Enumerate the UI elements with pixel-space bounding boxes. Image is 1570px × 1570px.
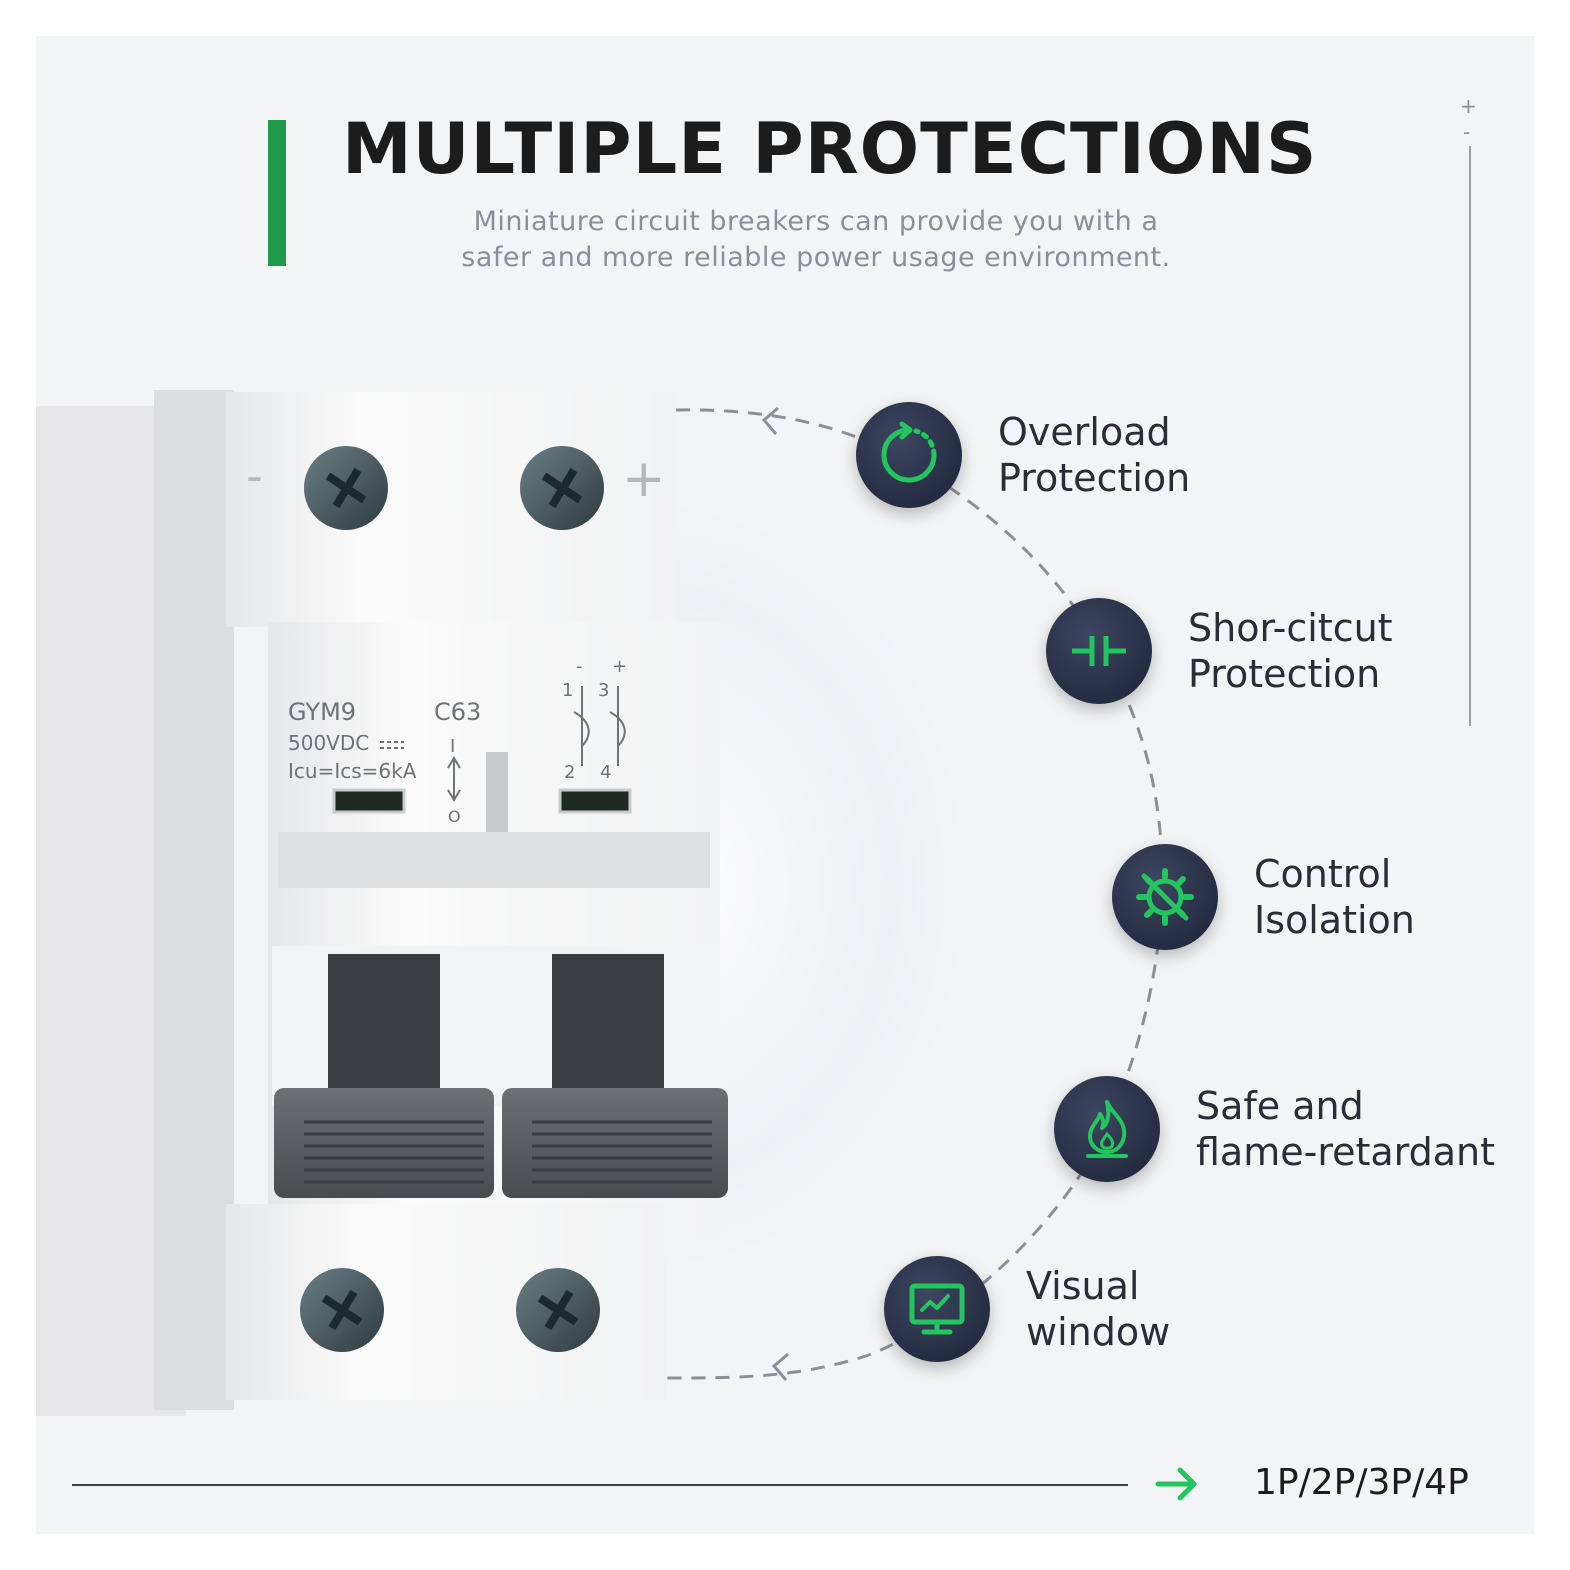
terminal-3-label: 3 — [598, 680, 609, 701]
terminal-2-label: 2 — [564, 762, 575, 783]
indicator-window-left — [332, 788, 406, 814]
breaker-side — [154, 390, 234, 1410]
feature-visual-window: Visual window — [884, 1256, 1170, 1362]
switch-off-mark: O — [448, 807, 461, 826]
feature-icon-circle — [1112, 844, 1218, 950]
circuit-breaker-illustration: - + GYM9 C63 500VDC Icu=Ics=6kA I O - + … — [36, 390, 1164, 1416]
feature-icon-circle — [884, 1256, 990, 1362]
switch-on-mark: I — [450, 736, 455, 757]
breaking-capacity-label: Icu=Ics=6kA — [288, 759, 417, 783]
footer-divider — [72, 1484, 1128, 1486]
model-label: GYM9 — [288, 698, 356, 726]
feature-icon-circle — [856, 402, 962, 508]
diagram-minus: - — [576, 656, 583, 677]
feature-flame-retardant: Safe and flame-retardant — [1054, 1076, 1495, 1182]
feature-label: Overload Protection — [998, 410, 1191, 500]
feature-label: Safe and flame-retardant — [1196, 1084, 1496, 1174]
top-terminal-block — [226, 392, 676, 627]
contact-gap-icon — [1072, 636, 1126, 666]
feature-icon-circle — [1054, 1076, 1160, 1182]
arc-arrow-top — [761, 406, 779, 435]
voltage-label: 500VDC — [288, 731, 369, 755]
page-title: MULTIPLE PROTECTIONS — [342, 108, 1318, 190]
flame-icon — [1086, 1100, 1128, 1158]
infographic-panel: MULTIPLE PROTECTIONS Miniature circuit b… — [36, 36, 1534, 1534]
pole-options: 1P/2P/3P/4P — [1254, 1462, 1469, 1503]
terminal-4-label: 4 — [600, 762, 611, 783]
feature-label: Shor-citcut Protection — [1188, 606, 1393, 696]
rating-label: C63 — [434, 698, 481, 726]
feature-icon-circle — [1046, 598, 1152, 704]
feature-overload-protection: Overload Protection — [856, 402, 1190, 508]
side-minus-mark: - — [1463, 120, 1471, 144]
diagram-plus: + — [612, 656, 627, 677]
bottom-terminal-block — [226, 1204, 666, 1400]
refresh-cycle-icon — [881, 421, 937, 483]
gear-slash-icon — [1136, 868, 1194, 926]
title-accent-bar — [268, 120, 286, 266]
subtitle-text: Miniature circuit breakers can provide y… — [461, 206, 1171, 273]
feature-label: Control Isolation — [1254, 852, 1415, 942]
arrow-right-icon — [1155, 1467, 1197, 1501]
top-plus-mark: + — [622, 449, 666, 509]
feature-short-circuit-protection: Shor-citcut Protection — [1046, 598, 1393, 704]
indicator-window-right — [558, 788, 632, 814]
toggle-left-dark — [328, 954, 440, 1104]
feature-control-isolation: Control Isolation — [1112, 844, 1415, 950]
monitor-icon — [909, 1283, 965, 1335]
arc-arrow-bottom — [771, 1352, 789, 1381]
terminal-1-label: 1 — [562, 680, 573, 701]
feature-label: Visual window — [1026, 1264, 1171, 1354]
side-plus-mark: + — [1460, 94, 1477, 118]
page-subtitle: Miniature circuit breakers can provide y… — [396, 204, 1236, 276]
side-vertical-line — [1469, 146, 1471, 726]
top-minus-mark: - — [246, 449, 263, 503]
toggle-right-dark — [552, 954, 664, 1104]
